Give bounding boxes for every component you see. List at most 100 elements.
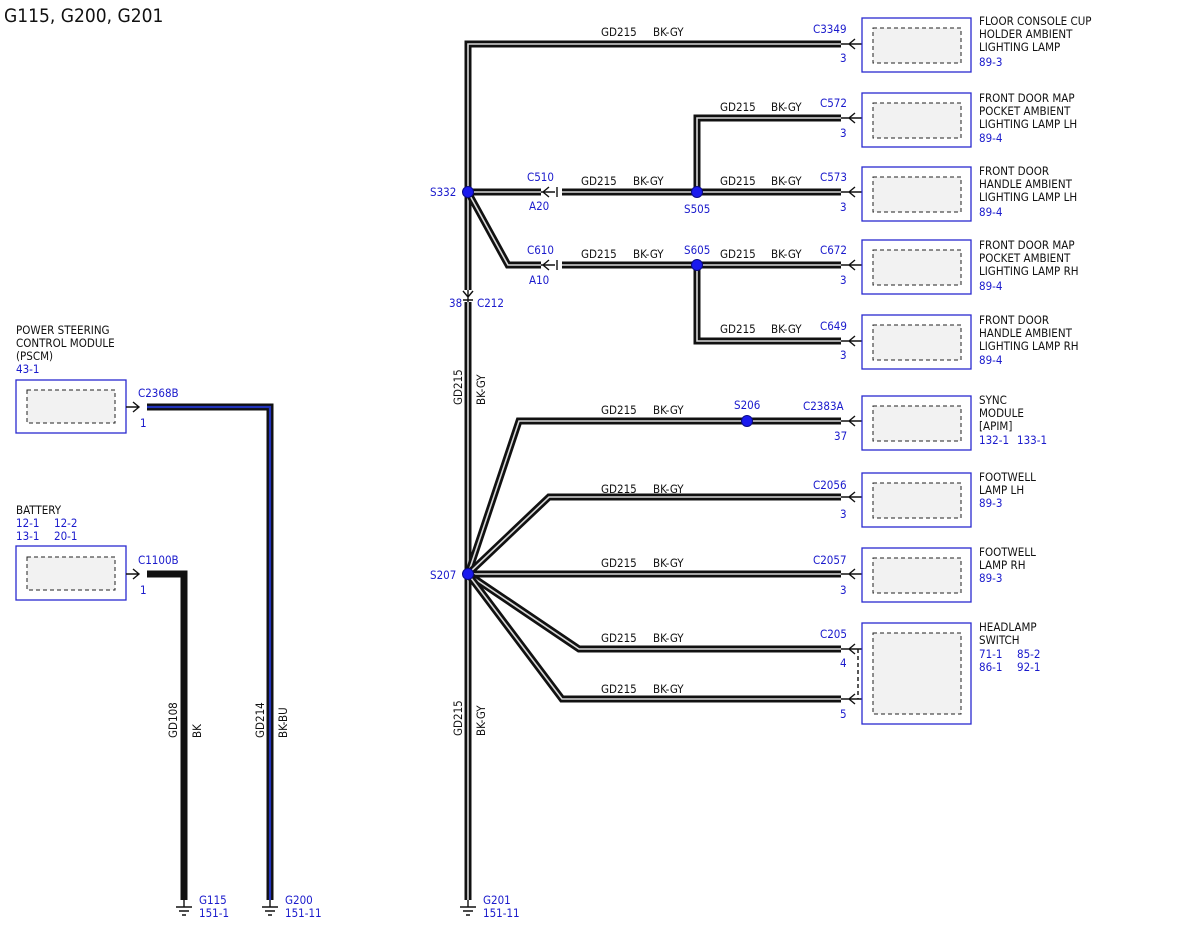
component-name: POCKET AMBIENT	[979, 104, 1071, 118]
component-ref: 89-3	[979, 571, 1002, 585]
connector-label: C672	[820, 243, 847, 257]
component-name: LAMP RH	[979, 558, 1026, 572]
c610-pin: A10	[529, 273, 549, 287]
footwell-lamp-lh[interactable]: C2056 3 FOOTWELL LAMP LH 89-3	[813, 470, 1036, 528]
s505-label: S505	[684, 202, 710, 216]
g115-ground: G115 151-1	[176, 893, 229, 920]
component-ref: 89-4	[979, 131, 1002, 145]
pscm-inner	[26, 389, 116, 424]
wire-circuit: GD215	[601, 403, 637, 417]
gd108-color: BK	[190, 724, 204, 738]
c1100b-label: C1100B	[138, 553, 179, 567]
connector-label: C3349	[813, 22, 847, 36]
battery-name: BATTERY	[16, 503, 62, 517]
wire-color: BK-GY	[771, 322, 802, 336]
ground-icon	[262, 900, 278, 916]
wire-color: BK-GY	[633, 174, 664, 188]
s207-label: S207	[430, 568, 456, 582]
front-door-map-lamp-rh[interactable]: C672 3 FRONT DOOR MAP POCKET AMBIENT LIG…	[820, 238, 1079, 295]
connector-label: C573	[820, 170, 847, 184]
component-name: FRONT DOOR	[979, 164, 1049, 178]
gd215-harness	[464, 40, 841, 900]
connector-pin: 3	[840, 51, 847, 65]
c510-label: C510	[527, 170, 554, 184]
c510-connector: C510 A20	[527, 170, 558, 213]
component-ref: 89-4	[979, 353, 1002, 367]
component-name: FLOOR CONSOLE CUP	[979, 14, 1092, 28]
gd214-color: BK-BU	[276, 707, 290, 738]
c212-connector: 38 C212	[449, 290, 504, 310]
headlamp-switch[interactable]: C205 4 5 HEADLAMP SWITCH 71-1 85-2 86-1 …	[820, 620, 1040, 725]
component-ref: 132-1	[979, 433, 1009, 447]
cup-holder-lamp[interactable]: C3349 3 FLOOR CONSOLE CUP HOLDER AMBIENT…	[813, 14, 1092, 73]
c2368b-label: C2368B	[138, 386, 179, 400]
wire-color: BK-GY	[653, 25, 684, 39]
component-name: FOOTWELL	[979, 470, 1036, 484]
pscm-name-line: (PSCM)	[16, 349, 53, 363]
wire-circuit: GD215	[581, 174, 617, 188]
s206-splice: S206	[734, 398, 760, 427]
g115-label: G115	[199, 893, 227, 907]
c510-pin: A20	[529, 199, 549, 213]
wire-circuit: GD215	[581, 247, 617, 261]
component-ref: 89-3	[979, 496, 1002, 510]
c212-pin: 38	[449, 296, 462, 310]
pscm-module[interactable]: POWER STEERING CONTROL MODULE (PSCM) 43-…	[15, 323, 127, 434]
component-name: LIGHTING LAMP LH	[979, 190, 1077, 204]
wire-circuit: GD215	[720, 100, 756, 114]
c610-connector: C610 A10	[527, 243, 558, 287]
sync-module[interactable]: C2383A 37 SYNC MODULE [APIM] 132-1 133-1	[803, 393, 1047, 451]
front-door-handle-lamp-rh[interactable]: C649 3 FRONT DOOR HANDLE AMBIENT LIGHTIN…	[820, 313, 1079, 370]
diagram-title: G115, G200, G201	[4, 5, 163, 27]
g200-ref: 151-11	[285, 906, 322, 920]
component-ref: 89-3	[979, 55, 1002, 69]
gd215-labels: GD215 BK-GY GD215 BK-GY GD215 BK-GY GD21…	[451, 25, 802, 736]
c2368b-pin: 1	[140, 416, 147, 430]
wire-circuit: GD215	[601, 482, 637, 496]
wire-circuit: GD215	[451, 369, 465, 405]
connector-pin: 4	[840, 656, 847, 670]
pscm-ref: 43-1	[16, 362, 39, 376]
connector-pin: 3	[840, 507, 847, 521]
pscm-name-line: CONTROL MODULE	[16, 336, 115, 350]
wire-color: BK-GY	[474, 374, 488, 405]
wire-color: BK-GY	[653, 682, 684, 696]
s605-label: S605	[684, 243, 710, 257]
front-door-handle-lamp-lh[interactable]: C573 3 FRONT DOOR HANDLE AMBIENT LIGHTIN…	[820, 164, 1077, 222]
s505-splice: S505	[684, 186, 710, 216]
wire-circuit: GD215	[601, 25, 637, 39]
component-name: FOOTWELL	[979, 545, 1036, 559]
component-name: HEADLAMP	[979, 620, 1037, 634]
component-ref: 92-1	[1017, 660, 1040, 674]
component-ref: 89-4	[979, 279, 1002, 293]
wire-circuit: GD215	[601, 556, 637, 570]
g201-ground: G201 151-11	[460, 893, 520, 920]
component-name: FRONT DOOR	[979, 313, 1049, 327]
g200-ground: G200 151-11	[262, 893, 322, 920]
component-ref: 89-4	[979, 205, 1002, 219]
s605-splice: S605	[684, 243, 710, 271]
connector-pin: 5	[840, 707, 847, 721]
component-name: SYNC	[979, 393, 1007, 407]
component-name: FRONT DOOR MAP	[979, 91, 1075, 105]
gd214-wire: GD214 BK-BU	[147, 403, 290, 900]
s206-label: S206	[734, 398, 760, 412]
g201-label: G201	[483, 893, 511, 907]
wire-circuit: GD215	[451, 700, 465, 736]
gd108-wire: GD108 BK	[147, 570, 204, 900]
battery-module[interactable]: BATTERY 12-1 12-2 13-1 20-1	[15, 503, 127, 601]
connector-label: C2056	[813, 478, 847, 492]
c1100b-pin: 1	[140, 583, 147, 597]
component-ref: 86-1	[979, 660, 1002, 674]
ground-icon	[460, 900, 476, 916]
connector-pin: 3	[840, 126, 847, 140]
connector-pin: 3	[840, 348, 847, 362]
component-ref: 71-1	[979, 647, 1002, 661]
footwell-lamp-rh[interactable]: C2057 3 FOOTWELL LAMP RH 89-3	[813, 545, 1036, 603]
front-door-map-lamp-lh[interactable]: C572 3 FRONT DOOR MAP POCKET AMBIENT LIG…	[820, 91, 1077, 148]
connector-pin: 37	[834, 429, 847, 443]
c1100b-connector: C1100B 1	[126, 553, 179, 597]
s332-label: S332	[430, 185, 456, 199]
battery-ref: 13-1	[16, 529, 39, 543]
component-name: FRONT DOOR MAP	[979, 238, 1075, 252]
